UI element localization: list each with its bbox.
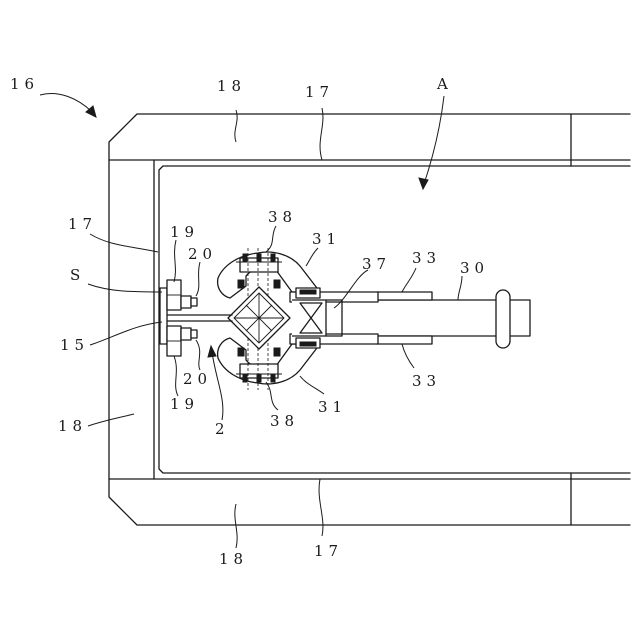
leader-31-bottom: [300, 376, 324, 394]
leader-18-bottom: [235, 504, 237, 548]
label-S: S: [70, 266, 85, 284]
leader-17-bottom: [319, 479, 323, 536]
leader-38-bottom: [266, 382, 278, 410]
diamond-clamp: [228, 287, 290, 349]
leader-30: [458, 276, 462, 300]
label-A: A: [436, 75, 453, 93]
nut: [257, 254, 261, 262]
nut: [238, 348, 244, 356]
nut: [257, 374, 261, 382]
leader-17-left: [90, 234, 158, 252]
label-17-left: 17: [68, 215, 97, 233]
label-30: 30: [460, 259, 489, 277]
leader-18-top: [235, 110, 237, 142]
leader-18-left: [88, 414, 134, 426]
label-17-bottom: 17: [314, 542, 343, 560]
label-37: 37: [362, 255, 391, 273]
leader-15: [90, 322, 162, 345]
leader-S: [88, 284, 162, 292]
label-17-top: 17: [305, 83, 334, 101]
leader-33-bottom: [402, 344, 414, 368]
label-2: 2: [215, 420, 230, 438]
leader-19-top: [174, 240, 176, 282]
nut: [271, 254, 275, 262]
sleeve-top: [377, 292, 432, 300]
nut: [243, 254, 247, 262]
label-20-bottom: 20: [183, 370, 212, 388]
arrowhead-2: [208, 346, 216, 357]
bolt-20-top-head: [191, 298, 197, 306]
anchor-plate: [160, 280, 197, 356]
label-20-top: 20: [188, 245, 217, 263]
leader-20-bottom: [196, 340, 200, 370]
nut: [274, 348, 280, 356]
label-19-top: 19: [170, 223, 199, 241]
label-19-bottom: 19: [170, 395, 199, 413]
leader-16: [40, 94, 92, 112]
leader-33-top: [402, 268, 416, 292]
bolt-20-top: [181, 296, 191, 308]
label-15: 15: [60, 336, 89, 354]
leader-38-top: [266, 226, 276, 252]
leader-19-bottom: [174, 356, 178, 396]
sleeve-bottom: [377, 336, 432, 344]
label-33-bottom: 33: [412, 372, 441, 390]
shaft-ring: [496, 290, 510, 348]
leader-A: [424, 96, 444, 184]
label-38-bottom: 38: [270, 412, 299, 430]
label-31-top: 31: [312, 230, 341, 248]
leader-20-top: [196, 262, 200, 296]
plate-S: [160, 288, 167, 344]
label-18-bottom: 18: [219, 550, 248, 568]
pulley-top-hub: [300, 290, 316, 294]
bolt-20-bottom-head: [191, 330, 197, 338]
wire-2: [166, 315, 232, 321]
arrowhead-A: [419, 178, 428, 189]
pulley-bottom-hub: [300, 342, 316, 346]
nut: [243, 374, 247, 382]
label-31-bottom: 31: [318, 398, 347, 416]
nut: [271, 374, 275, 382]
label-33-top: 33: [412, 249, 441, 267]
leader-17-top: [320, 108, 323, 160]
nut: [238, 280, 244, 288]
label-18-left: 18: [58, 417, 87, 435]
nut: [274, 280, 280, 288]
label-38-top: 38: [268, 208, 297, 226]
leader-31-top: [306, 248, 318, 266]
label-16: 16: [10, 75, 39, 93]
label-18-top: 18: [217, 77, 246, 95]
bolt-20-bottom: [181, 328, 191, 340]
